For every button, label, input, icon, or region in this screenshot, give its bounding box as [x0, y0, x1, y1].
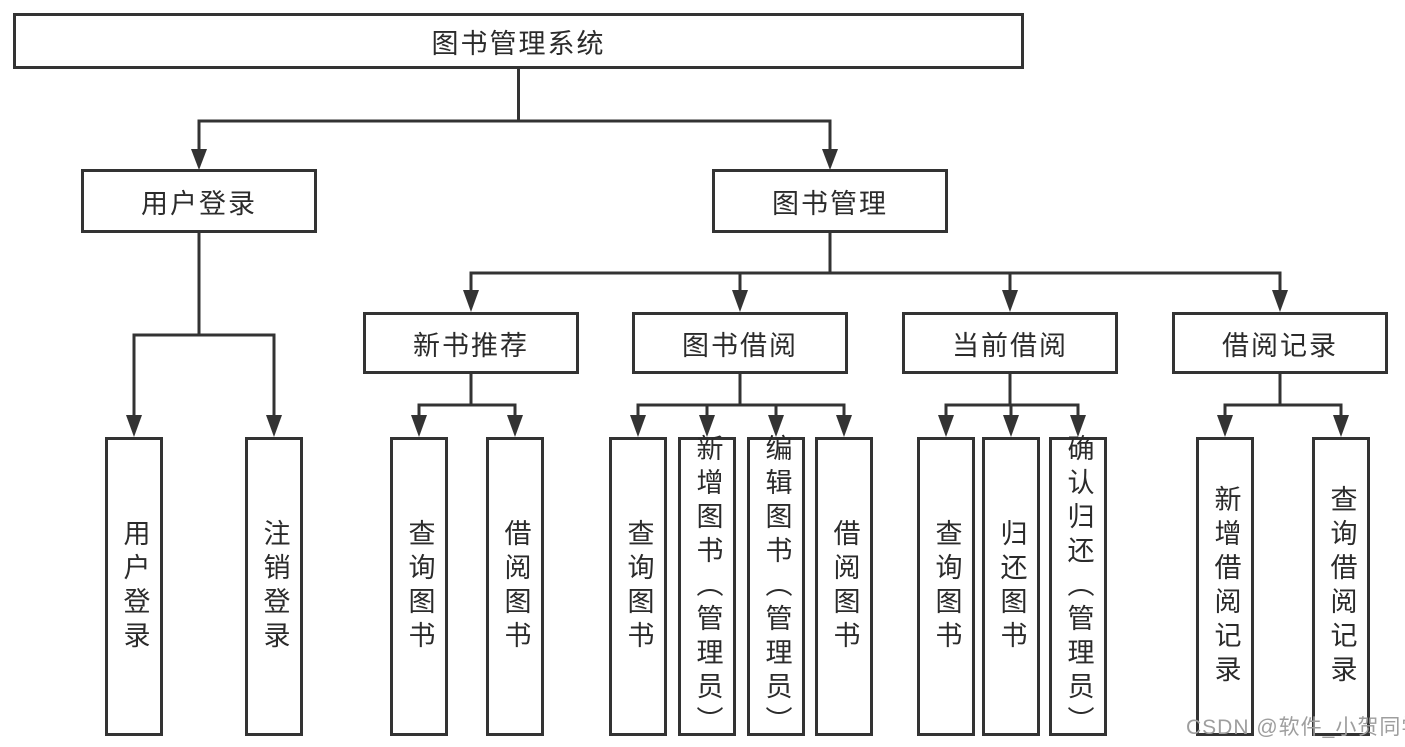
arrow-down-icon	[1002, 290, 1018, 312]
arrow-down-icon	[266, 415, 282, 437]
node-label: 确认归还（管理员）	[1063, 433, 1094, 740]
leaf-user-login: 用户登录	[105, 437, 163, 736]
arrow-down-icon	[1217, 415, 1233, 437]
arrow-down-icon	[507, 415, 523, 437]
node-label: 归还图书	[996, 518, 1027, 655]
connector-new-book-branch	[411, 374, 523, 437]
node-label: 用户登录	[119, 518, 150, 655]
node-label: 借阅图书	[500, 518, 531, 655]
connector-book-borrow-branch	[630, 374, 852, 437]
node-label: 图书借阅	[682, 330, 798, 361]
arrow-down-icon	[938, 415, 954, 437]
arrow-down-icon	[1003, 415, 1019, 437]
node-label: 注销登录	[259, 518, 290, 655]
leaf-add-borrow-record: 新增借阅记录	[1196, 437, 1254, 736]
arrow-down-icon	[768, 415, 784, 437]
leaf-borrow-books-recommend: 借阅图书	[486, 437, 544, 736]
arrow-down-icon	[1070, 415, 1086, 437]
node-label: 借阅记录	[1222, 330, 1338, 361]
node-label: 新增图书（管理员）	[692, 433, 723, 740]
arrow-down-icon	[630, 415, 646, 437]
node-label: 新增借阅记录	[1210, 484, 1241, 689]
arrow-down-icon	[1333, 415, 1349, 437]
node-new-book-recommendation: 新书推荐	[363, 312, 579, 374]
node-label: 借阅图书	[829, 518, 860, 655]
arrow-down-icon	[1272, 290, 1288, 312]
leaf-borrow-books: 借阅图书	[815, 437, 873, 736]
node-label: 新书推荐	[413, 330, 529, 361]
node-label: 查询图书	[931, 518, 962, 655]
arrow-down-icon	[126, 415, 142, 437]
node-label: 用户登录	[141, 188, 257, 219]
arrow-down-icon	[732, 290, 748, 312]
connector-book-management-branch	[463, 233, 1288, 312]
leaf-query-borrow-record: 查询借阅记录	[1312, 437, 1370, 736]
node-label: 编辑图书（管理员）	[761, 433, 792, 740]
leaf-logout: 注销登录	[245, 437, 303, 736]
node-label: 当前借阅	[952, 330, 1068, 361]
arrow-down-icon	[463, 290, 479, 312]
leaf-query-books-current: 查询图书	[917, 437, 975, 736]
leaf-query-books-recommend: 查询图书	[390, 437, 448, 736]
leaf-query-books-borrowing: 查询图书	[609, 437, 667, 736]
node-current-borrowing: 当前借阅	[902, 312, 1118, 374]
leaf-edit-books-admin: 编辑图书（管理员）	[747, 434, 805, 740]
connector-root-branch	[191, 69, 838, 170]
node-label: 图书管理系统	[431, 28, 606, 59]
node-label: 查询借阅记录	[1326, 484, 1357, 689]
leaf-return-books: 归还图书	[982, 437, 1040, 736]
node-book-management: 图书管理	[712, 169, 948, 233]
node-label: 查询图书	[623, 518, 654, 655]
arrow-down-icon	[191, 149, 207, 170]
node-library-management-system: 图书管理系统	[13, 13, 1024, 69]
connector-current-borrow-branch	[938, 374, 1086, 437]
node-label: 查询图书	[404, 518, 435, 655]
node-book-borrowing: 图书借阅	[632, 312, 848, 374]
csdn-watermark: CSDN @软件_小贺同学	[1186, 716, 1405, 739]
arrow-down-icon	[822, 149, 838, 170]
arrow-down-icon	[836, 415, 852, 437]
arrow-down-icon	[411, 415, 427, 437]
connector-borrow-records-branch	[1217, 374, 1349, 437]
connector-user-login-branch	[126, 233, 282, 437]
node-user-login: 用户登录	[81, 169, 317, 233]
arrow-down-icon	[699, 415, 715, 437]
leaf-confirm-return-admin: 确认归还（管理员）	[1049, 434, 1107, 740]
leaf-add-books-admin: 新增图书（管理员）	[678, 434, 736, 740]
node-borrowing-records: 借阅记录	[1172, 312, 1388, 374]
node-label: 图书管理	[772, 188, 888, 219]
